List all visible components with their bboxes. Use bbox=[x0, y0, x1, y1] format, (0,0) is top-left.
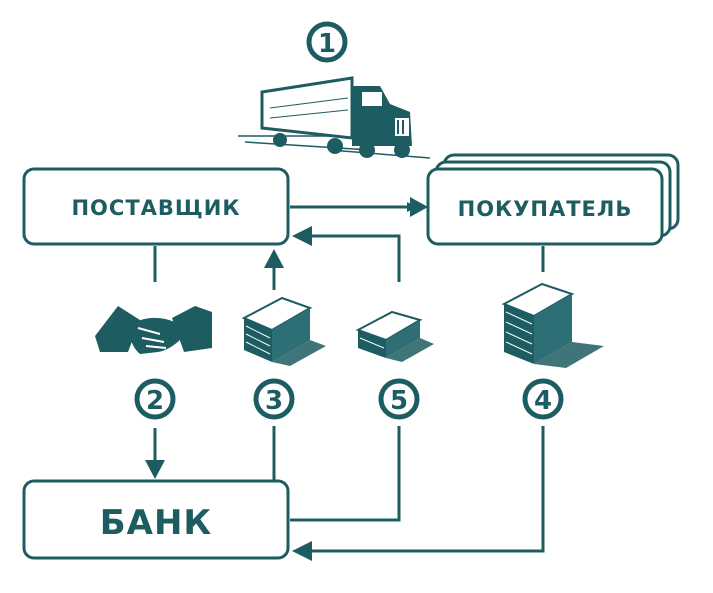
step-2-number: 2 bbox=[146, 386, 164, 416]
supplier-node: ПОСТАВЩИК bbox=[22, 167, 290, 246]
money-stack-icon-step-5 bbox=[355, 310, 434, 362]
arrow-step-5-path bbox=[290, 226, 401, 522]
bank-label: БАНК bbox=[100, 503, 212, 543]
buyer-node: ПОКУПАТЕЛЬ bbox=[426, 153, 680, 246]
step-5-badge: 5 bbox=[378, 378, 420, 420]
money-stack-icon-step-4 bbox=[501, 282, 604, 368]
truck-icon bbox=[238, 76, 431, 159]
arrow-step-4-path bbox=[292, 246, 545, 561]
step-3-badge: 3 bbox=[253, 378, 295, 420]
step-5-number: 5 bbox=[390, 386, 408, 416]
money-stack-icon-step-3 bbox=[241, 296, 326, 366]
arrowhead-supplier-to-buyer bbox=[410, 197, 428, 217]
buyer-label: ПОКУПАТЕЛЬ bbox=[458, 197, 633, 221]
arrow-step-2-path bbox=[145, 246, 165, 479]
step-1-number: 1 bbox=[318, 29, 336, 59]
arrow-step-3-path bbox=[264, 249, 284, 481]
supplier-label: ПОСТАВЩИК bbox=[71, 196, 240, 220]
step-1-badge: 1 bbox=[306, 21, 348, 63]
handshake-icon bbox=[95, 306, 212, 354]
step-4-badge: 4 bbox=[522, 378, 564, 420]
step-4-number: 4 bbox=[534, 386, 552, 416]
bank-node: БАНК bbox=[22, 479, 290, 560]
step-3-number: 3 bbox=[265, 386, 283, 416]
step-2-badge: 2 bbox=[134, 378, 176, 420]
